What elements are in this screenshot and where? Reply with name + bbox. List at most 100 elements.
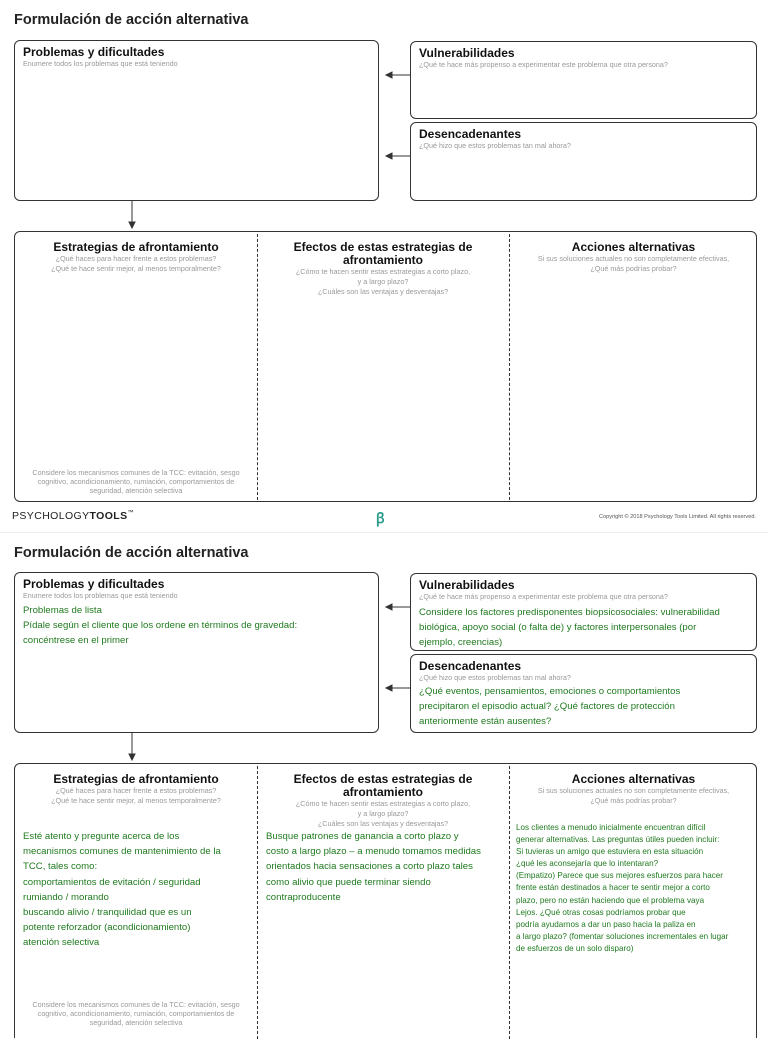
example-line: Lejos. ¿Qué otras cosas podríamos probar… <box>516 907 686 917</box>
example-line: concéntrese en el primer <box>23 635 129 647</box>
coping-footer: cognitivo, acondicionamiento, rumiación,… <box>37 1009 235 1018</box>
problems-box[interactable]: Problemas y dificultades Enumere todos l… <box>14 572 379 733</box>
effects-heading: Efectos de estas estrategias de <box>293 772 473 786</box>
actions-hint: ¿Qué más podrías probar? <box>590 796 677 805</box>
coping-example: Esté atento y pregunte acerca de los mec… <box>23 829 221 951</box>
page-title: Formulación de acción alternativa <box>14 545 249 561</box>
problems-heading: Problemas y dificultades <box>23 45 165 59</box>
triggers-heading: Desencadenantes <box>419 127 522 141</box>
problems-hint: Enumere todos los problemas que está ten… <box>23 59 178 68</box>
example-line: Los clientes a menudo inicialmente encue… <box>516 823 706 832</box>
actions-heading: Acciones alternativas <box>571 240 696 254</box>
vulnerabilities-hint: ¿Qué te hace más propenso a experimentar… <box>419 592 668 601</box>
example-line: potente reforzador (acondicionamiento) <box>23 922 191 934</box>
page-title: Formulación de acción alternativa <box>14 12 249 28</box>
actions-heading: Acciones alternativas <box>571 772 696 786</box>
column-divider <box>509 766 510 1039</box>
example-line: generar alternativas. Las preguntas útil… <box>516 835 720 845</box>
connector-arrows <box>128 603 520 782</box>
problems-box[interactable]: Problemas y dificultades Enumere todos l… <box>14 40 379 201</box>
example-line: como alivio que puede terminar siendo <box>266 876 431 888</box>
example-line: ¿qué les aconsejaría que lo intentaran? <box>516 859 659 869</box>
coping-footer: seguridad, atención selectiva <box>89 486 183 495</box>
coping-footer: cognitivo, acondicionamiento, rumiación,… <box>37 477 235 486</box>
coping-heading: Estrategias de afrontamiento <box>53 240 219 254</box>
vulnerabilities-example: Considere los factores predisponentes bi… <box>419 605 720 651</box>
example-line: comportamientos de evitación / seguridad <box>23 876 201 888</box>
triggers-hint: ¿Qué hizo que estos problemas tan mal ah… <box>419 141 571 150</box>
effects-hint: ¿Cómo te hacen sentir estas estrategias … <box>295 267 471 276</box>
example-line: plazo, pero no están haciendo que el pro… <box>516 895 705 905</box>
column-divider <box>257 234 258 500</box>
triggers-box[interactable]: Desencadenantes ¿Qué hizo que estos prob… <box>410 654 757 733</box>
example-line: de esfuerzos de un solo disparo) <box>516 943 634 953</box>
vulnerabilities-box[interactable]: Vulnerabilidades ¿Qué te hace más propen… <box>410 41 757 119</box>
effects-hint: ¿Cuáles son las ventajas y desventajas? <box>317 819 449 828</box>
actions-example: Los clientes a menudo inicialmente encue… <box>516 822 728 955</box>
vulnerabilities-box[interactable]: Vulnerabilidades ¿Qué te hace más propen… <box>410 573 757 651</box>
example-line: TCC, tales como: <box>23 861 98 873</box>
example-line: Considere los factores predisponentes bi… <box>419 607 720 618</box>
logo-text: PSYCHOLOGY <box>12 510 90 522</box>
effects-heading: afrontamiento <box>342 253 423 267</box>
example-line: frente están destinados a hacer te senti… <box>516 883 710 893</box>
coping-footer: seguridad, atención selectiva <box>89 1018 183 1027</box>
brand-icon: ꞵ <box>376 510 385 526</box>
example-line: Si tuvieras un amigo que estuviera en es… <box>516 847 704 857</box>
example-line: biológica, apoyo social (o falta de) y f… <box>419 622 697 634</box>
effects-heading: Efectos de estas estrategias de <box>293 240 473 254</box>
coping-hint: ¿Qué haces para hacer frente a estos pro… <box>55 786 217 795</box>
vulnerabilities-heading: Vulnerabilidades <box>419 578 515 592</box>
effects-hint: ¿Cómo te hacen sentir estas estrategias … <box>295 799 471 808</box>
problems-hint: Enumere todos los problemas que está ten… <box>23 591 178 600</box>
vulnerabilities-hint: ¿Qué te hace más propenso a experimentar… <box>419 60 668 69</box>
coping-hint: ¿Qué te hace sentir mejor, al menos temp… <box>51 264 221 273</box>
example-line: a largo plazo? (fomentar soluciones incr… <box>516 931 729 941</box>
effects-heading: afrontamiento <box>342 785 423 799</box>
example-line: ¿Qué eventos, pensamientos, emociones o … <box>419 686 681 697</box>
page-separator <box>0 532 768 533</box>
triggers-box[interactable]: Desencadenantes ¿Qué hizo que estos prob… <box>410 122 757 201</box>
triggers-hint: ¿Qué hizo que estos problemas tan mal ah… <box>419 673 571 682</box>
strategies-box[interactable]: Estrategias de afrontamiento ¿Qué haces … <box>14 763 757 1039</box>
example-line: anteriormente están ausentes? <box>419 716 552 728</box>
problems-heading: Problemas y dificultades <box>23 577 165 591</box>
coping-footer: Considere los mecanismos comunes de la T… <box>32 468 240 477</box>
triggers-heading: Desencadenantes <box>419 659 522 673</box>
example-line: buscando alivio / tranquilidad que es un <box>23 907 192 919</box>
column-divider <box>257 766 258 1039</box>
effects-hint: ¿Cuáles son las ventajas y desventajas? <box>317 287 449 296</box>
column-divider <box>509 234 510 500</box>
coping-heading: Estrategias de afrontamiento <box>53 772 219 786</box>
example-line: rumiando / morando <box>23 891 109 903</box>
problems-example: Problemas de lista Pídale según el clien… <box>23 603 297 649</box>
logo-text-bold: TOOLS <box>89 510 128 522</box>
example-line: contraproducente <box>266 891 341 903</box>
example-line: Esté atento y pregunte acerca de los <box>23 831 180 842</box>
connector-arrows <box>128 71 520 250</box>
example-line: orientados hacia sensaciones a corto pla… <box>266 861 473 873</box>
vulnerabilities-heading: Vulnerabilidades <box>419 46 515 60</box>
triggers-example: ¿Qué eventos, pensamientos, emociones o … <box>419 684 680 730</box>
coping-hint: ¿Qué te hace sentir mejor, al menos temp… <box>51 796 221 805</box>
actions-hint: ¿Qué más podrías probar? <box>590 264 677 273</box>
example-line: ejemplo, creencias) <box>419 637 503 649</box>
example-line: (Empatizo) Parece que sus mejores esfuer… <box>516 871 723 881</box>
effects-hint: y a largo plazo? <box>357 809 409 818</box>
example-line: Busque patrones de ganancia a corto plaz… <box>266 831 459 842</box>
example-line: atención selectiva <box>23 937 100 949</box>
coping-footer: Considere los mecanismos comunes de la T… <box>32 1000 240 1009</box>
example-line: mecanismos comunes de mantenimiento de l… <box>23 846 221 858</box>
example-line: Problemas de lista <box>23 605 102 616</box>
effects-hint: y a largo plazo? <box>357 277 409 286</box>
example-line: podría ayudarnos a dar un paso hacia la … <box>516 919 696 929</box>
trademark-mark: ™ <box>127 510 134 516</box>
example-line: precipitaron el episodio actual? ¿Qué fa… <box>419 701 675 713</box>
coping-hint: ¿Qué haces para hacer frente a estos pro… <box>55 254 217 263</box>
example-line: costo a largo plazo – a menudo tomamos m… <box>266 846 481 858</box>
actions-hint: Si sus soluciones actuales no son comple… <box>537 786 730 795</box>
strategies-box[interactable]: Estrategias de afrontamiento ¿Qué haces … <box>14 231 757 502</box>
brand-logo: PSYCHOLOGYTOOLS™ <box>12 510 134 522</box>
effects-example: Busque patrones de ganancia a corto plaz… <box>266 829 481 905</box>
example-line: Pídale según el cliente que los ordene e… <box>23 620 298 632</box>
